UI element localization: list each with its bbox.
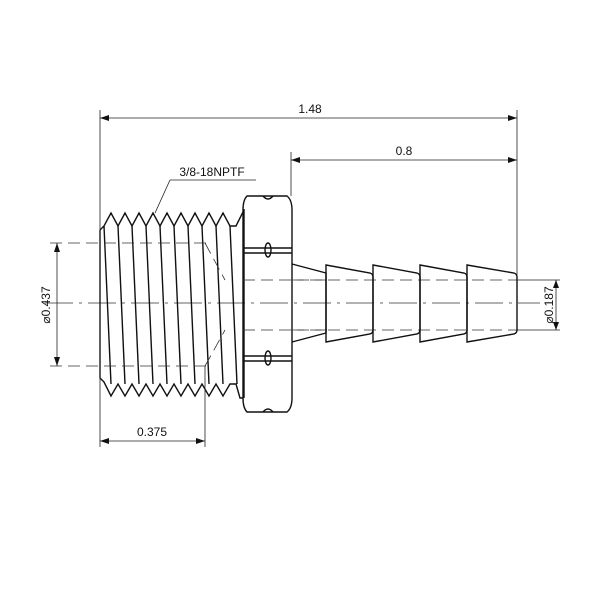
barb-diameter-label: ⌀0.187: [542, 286, 556, 324]
dimension-thread-length: 0.375: [100, 425, 205, 444]
thread-callout: 3/8-18NPTF: [154, 165, 256, 214]
barb-length-label: 0.8: [396, 144, 413, 158]
dimension-overall-length: 1.48: [100, 102, 517, 121]
dimension-barb-length: 0.8: [291, 144, 517, 163]
barb-ring: [419, 264, 468, 343]
barb-ring: [372, 264, 421, 343]
overall-length-label: 1.48: [298, 102, 322, 116]
thread-crest-line: [103, 225, 112, 385]
barb-ring: [466, 264, 518, 343]
thread-crest-line: [145, 225, 154, 385]
thread-crest-line: [131, 225, 140, 385]
hose-barb: [291, 263, 518, 343]
thread-profile-top: [99, 209, 246, 231]
hex-nut: [242, 195, 330, 413]
thread-diameter-label: ⌀0.437: [39, 286, 53, 324]
dimension-barb-diameter: ⌀0.187: [542, 280, 559, 330]
dimension-thread-diameter: ⌀0.437: [39, 243, 60, 366]
hidden-taper: [204, 242, 226, 367]
thread-crest-line: [187, 225, 196, 385]
thread-length-label: 0.375: [137, 425, 167, 439]
thread-crest-line: [229, 225, 238, 385]
thread-callout-label: 3/8-18NPTF: [179, 165, 244, 179]
thread-crest-line: [201, 225, 210, 385]
thread-crest-line: [215, 225, 224, 385]
thread-crest-line: [117, 225, 126, 385]
thread-crest-line: [159, 225, 168, 385]
threaded-body: [99, 209, 246, 399]
thread-profile-bottom: [99, 377, 243, 399]
thread-crest-line: [173, 225, 182, 385]
barb-ring: [325, 264, 374, 343]
